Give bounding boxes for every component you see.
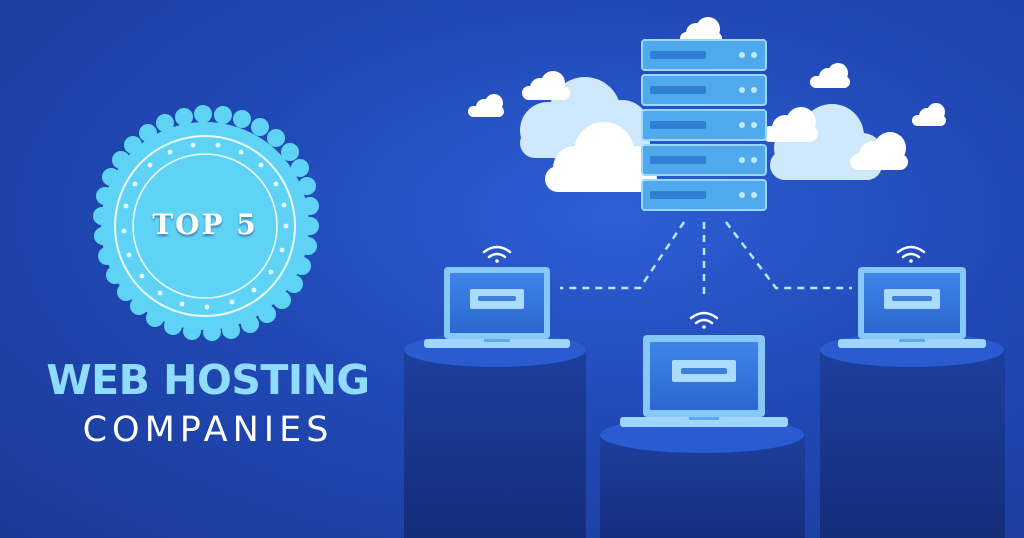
pedestals bbox=[404, 333, 1005, 538]
laptop-icon bbox=[424, 267, 570, 348]
server-rack-icon bbox=[641, 39, 767, 211]
headline-line2: COMPANIES bbox=[82, 410, 334, 450]
badge-seal-icon bbox=[93, 105, 319, 341]
headline-line1: WEB HOSTING bbox=[46, 356, 370, 404]
laptop-icon bbox=[838, 267, 986, 348]
wifi-icon bbox=[896, 245, 926, 263]
cloud-icon bbox=[468, 17, 946, 192]
laptop-icon bbox=[620, 335, 788, 427]
wifi-icon bbox=[689, 311, 719, 329]
wifi-icon bbox=[482, 245, 512, 263]
badge-label: TOP 5 bbox=[152, 208, 258, 241]
network-connectors bbox=[560, 221, 852, 300]
